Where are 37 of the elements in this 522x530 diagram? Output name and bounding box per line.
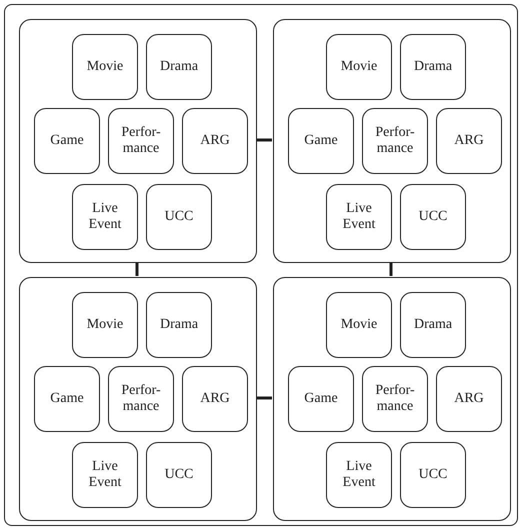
category-box: Perfor- mance	[108, 366, 174, 432]
category-box: Game	[288, 108, 354, 174]
category-box: ARG	[182, 108, 248, 174]
connector-line	[136, 262, 138, 276]
category-box: Drama	[400, 34, 466, 100]
category-box: Game	[288, 366, 354, 432]
group-panel	[273, 277, 511, 521]
category-box: Live Event	[326, 442, 392, 508]
category-box: Drama	[400, 292, 466, 358]
category-box: Drama	[146, 292, 212, 358]
category-box: Live Event	[326, 184, 392, 250]
category-box: UCC	[400, 442, 466, 508]
category-box: Game	[34, 366, 100, 432]
group-panel	[4, 4, 518, 526]
category-box: Live Event	[72, 442, 138, 508]
connector-line	[256, 396, 272, 400]
category-box: Perfor- mance	[362, 366, 428, 432]
category-box: UCC	[400, 184, 466, 250]
category-box: Perfor- mance	[108, 108, 174, 174]
category-box: UCC	[146, 184, 212, 250]
group-panel	[19, 277, 257, 521]
category-box: Movie	[326, 292, 392, 358]
category-box: Live Event	[72, 184, 138, 250]
category-box: Movie	[72, 292, 138, 358]
category-box: Drama	[146, 34, 212, 100]
category-box: ARG	[436, 366, 502, 432]
connector-line	[256, 138, 272, 142]
group-panel	[273, 19, 511, 263]
category-box: Movie	[326, 34, 392, 100]
category-box: UCC	[146, 442, 212, 508]
category-box: ARG	[436, 108, 502, 174]
category-box: Game	[34, 108, 100, 174]
category-box: Perfor- mance	[362, 108, 428, 174]
category-box: Movie	[72, 34, 138, 100]
connector-line	[390, 262, 392, 276]
group-panel	[19, 19, 257, 263]
category-box: ARG	[182, 366, 248, 432]
